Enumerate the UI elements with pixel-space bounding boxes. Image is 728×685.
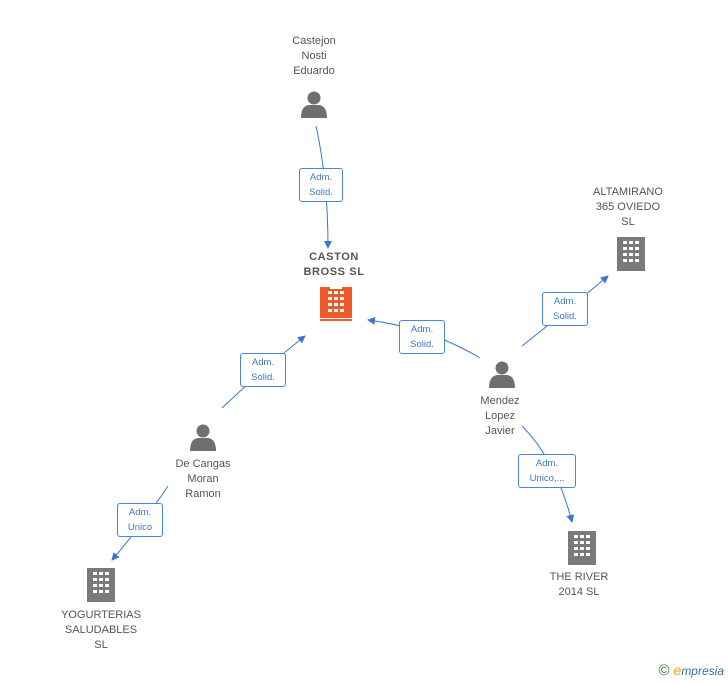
person-icon[interactable] bbox=[301, 91, 327, 119]
edge-label-castejon-caston[interactable]: Adm. Solid. bbox=[299, 168, 343, 202]
edge-label-decangas-yogurterias[interactable]: Adm. Unico bbox=[117, 503, 163, 537]
building-icon[interactable] bbox=[87, 568, 115, 602]
person-icon[interactable] bbox=[190, 424, 216, 452]
node-label-decangas[interactable]: De Cangas Moran Ramon bbox=[175, 458, 231, 500]
brand-footer: ©empresia bbox=[658, 662, 724, 679]
building-icon[interactable] bbox=[617, 237, 645, 271]
building-icon[interactable] bbox=[568, 531, 596, 565]
copyright-icon: © bbox=[658, 662, 670, 679]
node-label-mendez[interactable]: Mendez Lopez Javier bbox=[480, 395, 520, 437]
edge-label-mendez-altamirano[interactable]: Adm. Solid. bbox=[542, 292, 588, 326]
node-label-theriver[interactable]: THE RIVER 2014 SL bbox=[549, 571, 609, 598]
building-icon[interactable] bbox=[320, 287, 352, 321]
edge-label-decangas-caston[interactable]: Adm. Solid. bbox=[240, 353, 286, 387]
node-label-caston[interactable]: CASTON BROSS SL bbox=[303, 251, 365, 278]
node-label-altamirano[interactable]: ALTAMIRANO 365 OVIEDO SL bbox=[593, 186, 663, 228]
node-label-yogurterias[interactable]: YOGURTERIAS SALUDABLES SL bbox=[61, 609, 141, 651]
node-label-castejon[interactable]: Castejon Nosti Eduardo bbox=[292, 35, 336, 77]
empresia-logo[interactable]: empresia bbox=[673, 662, 724, 678]
edge-label-mendez-caston[interactable]: Adm. Solid. bbox=[399, 320, 445, 354]
brand-initial: e bbox=[673, 662, 682, 678]
edge-label-mendez-theriver[interactable]: Adm. Unico,... bbox=[518, 454, 576, 488]
brand-name: mpresia bbox=[681, 664, 724, 678]
person-icon[interactable] bbox=[489, 361, 515, 389]
